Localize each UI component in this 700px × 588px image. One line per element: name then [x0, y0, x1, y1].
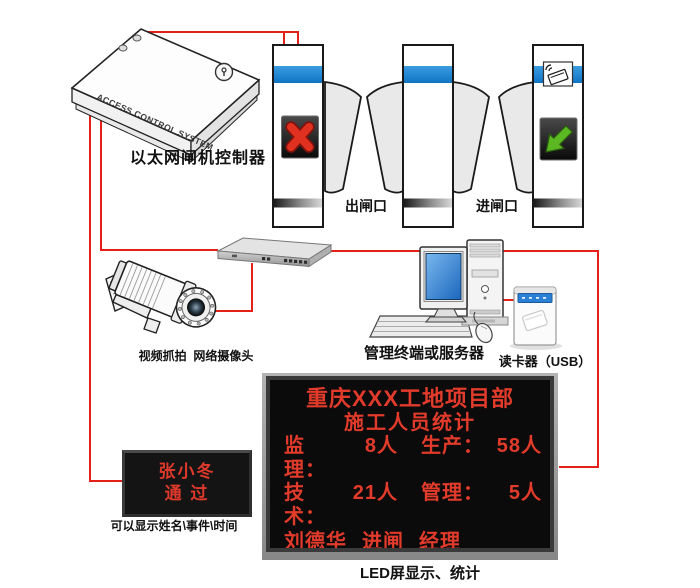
turnstiles [272, 44, 584, 228]
reader-display [517, 293, 553, 303]
card-swipe-icon [542, 61, 574, 87]
controller-label: 以太网闸机控制器 [129, 150, 266, 167]
turnstile-pillar-exit [272, 44, 324, 228]
mini-led-display: 张小冬 通 过 [122, 450, 252, 517]
stat-label: 生产： [421, 435, 484, 458]
go-arrow-icon [545, 124, 574, 153]
access-controller-box: ACCESS CONTROL SYSTEM [70, 28, 261, 164]
led-screen: 重庆XXX工地项目部 施工人员统计 监理： 8人 生产： 58人 技术： 21人… [266, 376, 554, 552]
led-caption: LED屏显示、统计 [359, 565, 480, 582]
wire-controller-to-switch [100, 100, 218, 251]
wire-controller-to-mini-display [89, 100, 123, 482]
ip-camera [105, 260, 217, 334]
camera-ir-leds [177, 289, 215, 326]
wire-controller-to-exit-gate [137, 31, 299, 45]
flap-wing [324, 80, 362, 194]
camera-lens [187, 298, 206, 317]
mini-led-name: 张小冬 [158, 462, 216, 482]
led-subtitle: 施工人员统计 [344, 412, 476, 435]
turnstile-pillar-entry [532, 44, 584, 228]
power-button [481, 285, 489, 293]
event-name: 刘德华 [284, 530, 347, 552]
switch-ports [232, 254, 308, 264]
mini-led-event: 通 过 [164, 484, 210, 503]
camera-label: 视频抓拍 网络摄像头 [138, 349, 254, 363]
event-action: 进闸 [362, 530, 404, 552]
stat-label: 监理： [284, 435, 326, 481]
reader-label: 读卡器（USB） [498, 354, 592, 369]
led-stats-row2: 技术： 21人 管理： 5人 [270, 482, 550, 529]
led-stats-row1: 监理： 8人 生产： 58人 [270, 435, 550, 482]
reader-card-mark [521, 309, 548, 332]
entry-gate-label: 进闸口 [476, 198, 518, 214]
no-entry-x-icon [285, 121, 315, 153]
stat-value: 5人 [508, 482, 542, 505]
stat-label: 管理： [421, 482, 484, 505]
management-computer [369, 239, 509, 344]
stat-value: 21人 [352, 482, 398, 505]
monitor-screen [425, 253, 462, 300]
led-title: 重庆XXX工地项目部 [305, 386, 515, 411]
server-label: 管理终端或服务器 [363, 345, 484, 362]
mini-led-caption: 可以显示姓名\事件\时间 [110, 519, 238, 533]
wire-switch-to-camera [206, 263, 253, 312]
mouse [475, 322, 493, 344]
led-event-row: 刘德华 进闸 经理 [270, 530, 550, 552]
stat-label: 技术： [284, 482, 326, 529]
flap-wing [366, 80, 404, 194]
box-lid [70, 28, 261, 142]
led-screen-frame: 重庆XXX工地项目部 施工人员统计 监理： 8人 生产： 58人 技术： 21人… [262, 373, 558, 560]
stat-value: 8人 [364, 435, 398, 458]
stat-value: 58人 [496, 435, 542, 458]
exit-gate-label: 出闸口 [345, 198, 387, 214]
network-switch [216, 237, 333, 268]
event-title: 经理 [419, 530, 461, 552]
flap-wing [452, 80, 490, 194]
flap-wing [498, 80, 536, 194]
usb-card-reader [510, 286, 562, 350]
turnstile-pillar-middle [402, 44, 454, 228]
camera-foot [143, 317, 161, 334]
